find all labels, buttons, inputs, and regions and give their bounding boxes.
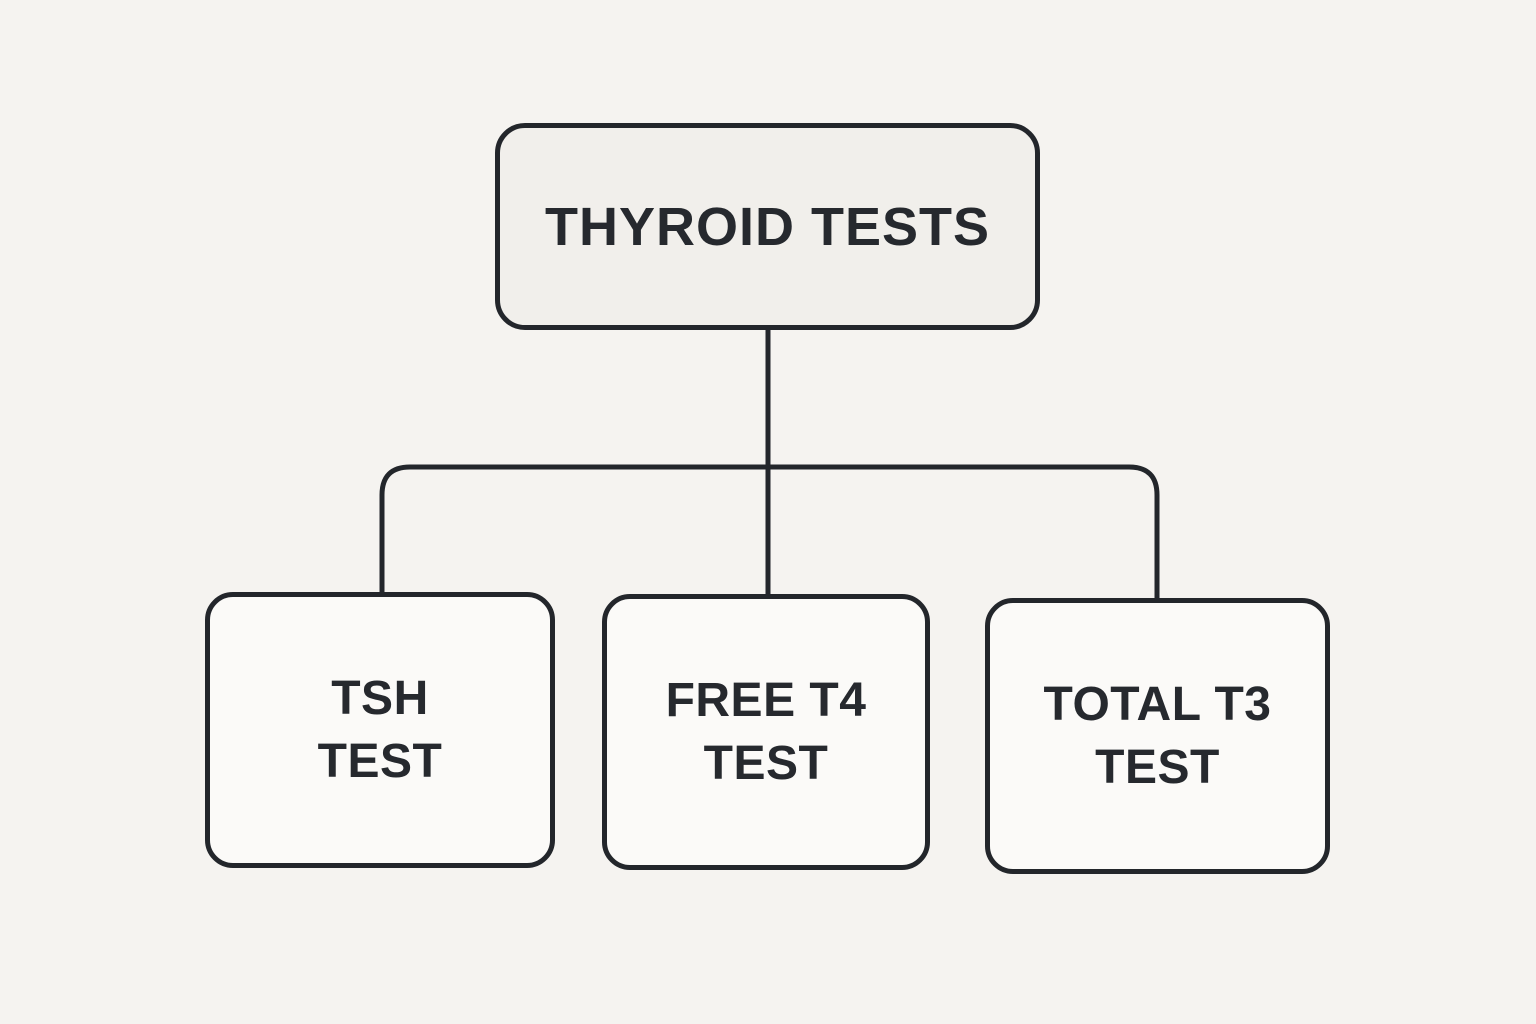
node-total-t3-test: TOTAL T3 TEST [985,598,1330,874]
edge-rail-left-right [379,464,1160,603]
node-tsh-test-label: TSH TEST [318,667,443,794]
node-free-t4-test-label-line1: FREE T4 [665,673,867,727]
node-total-t3-test-label-line1: TOTAL T3 [1043,677,1272,731]
node-tsh-test-label-line2: TEST [317,735,443,788]
node-thyroid-tests-label: THYROID TESTS [544,196,991,257]
node-free-t4-test-label-line2: TEST [703,737,829,790]
node-free-t4-test-label: FREE T4 TEST [666,669,867,796]
node-tsh-test-label-line1: TSH [331,671,429,725]
node-tsh-test: TSH TEST [205,592,555,868]
node-free-t4-test: FREE T4 TEST [602,594,930,870]
node-total-t3-test-label-line2: TEST [1095,741,1220,794]
node-thyroid-tests: THYROID TESTS [495,123,1040,330]
node-total-t3-test-label: TOTAL T3 TEST [1043,673,1271,800]
